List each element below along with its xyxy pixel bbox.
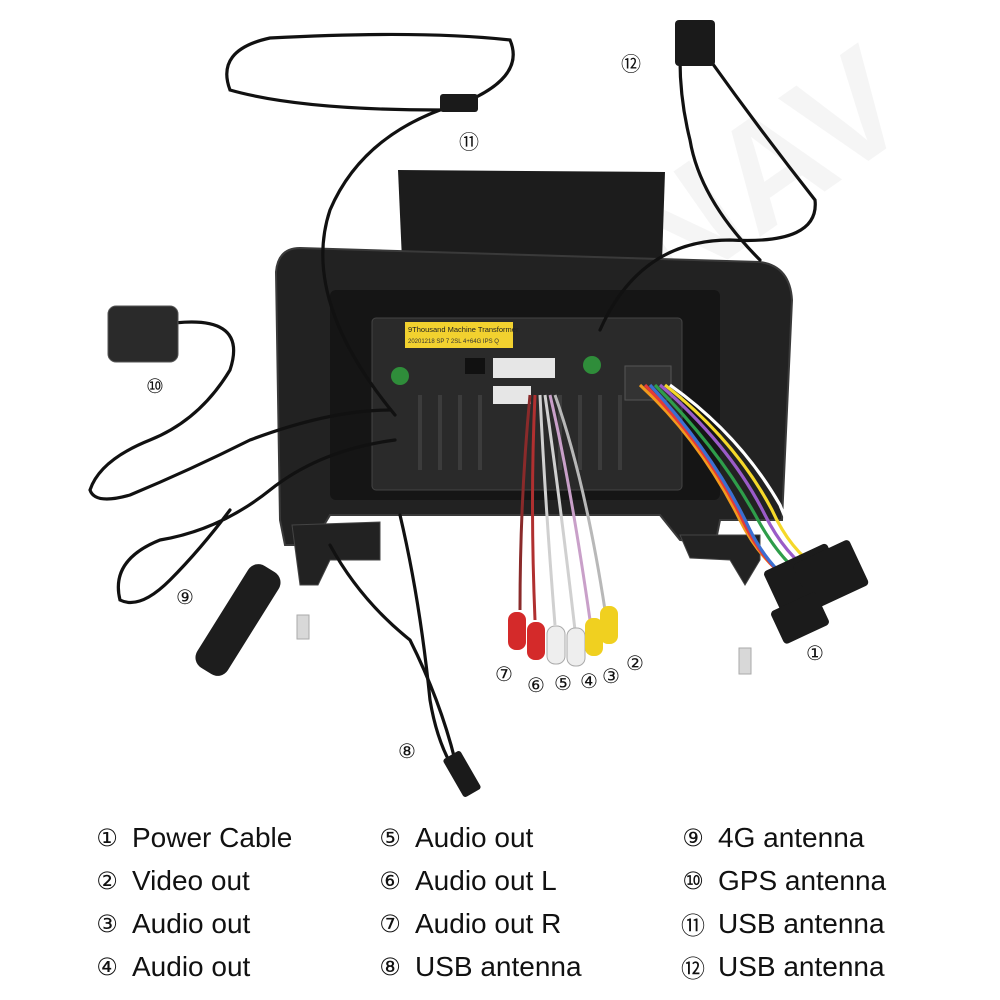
legend-item: ⑦ Audio out R: [375, 902, 582, 945]
legend-number: ⑥: [375, 867, 405, 895]
callout-4: ④: [580, 669, 598, 693]
lte-antenna: [191, 560, 285, 681]
callout-1: ①: [806, 641, 824, 665]
product-photo: PWNAV 9Thousand Machine Transformer 2020…: [0, 0, 1000, 800]
legend-number: ②: [92, 867, 122, 895]
legend-label: USB antenna: [718, 908, 885, 940]
legend-number: ⑫: [678, 949, 708, 984]
rca-plugs: [508, 606, 618, 666]
legend-label: Audio out: [132, 908, 250, 940]
callout-9: ⑨: [176, 585, 194, 609]
legend-label: Audio out: [132, 951, 250, 983]
legend-item: ② Video out: [92, 859, 292, 902]
callout-8: ⑧: [398, 739, 416, 763]
legend-label: Power Cable: [132, 822, 292, 854]
mount-brackets: [292, 522, 760, 674]
legend-item: ⑧ USB antenna: [375, 945, 582, 988]
legend-item: ⑫ USB antenna: [678, 945, 886, 988]
callout-10: ⑩: [146, 374, 164, 398]
legend-column-3: ⑨ 4G antenna ⑩ GPS antenna ⑪ USB antenna…: [678, 816, 886, 988]
legend-item: ④ Audio out: [92, 945, 292, 988]
usb-plug-11: [440, 94, 478, 112]
callout-7: ⑦: [495, 662, 513, 686]
callout-5: ⑤: [554, 671, 572, 695]
legend-number: ③: [92, 910, 122, 938]
legend-number: ⑤: [375, 824, 405, 852]
legend-number: ⑨: [678, 824, 708, 852]
legend-label: 4G antenna: [718, 822, 864, 854]
legend-label: Audio out L: [415, 865, 557, 897]
legend-item: ⑤ Audio out: [375, 816, 582, 859]
screen-flap: [398, 170, 665, 262]
legend-number: ⑩: [678, 867, 708, 895]
callout-3: ③: [602, 664, 620, 688]
callout-2: ②: [626, 651, 644, 675]
legend-column-2: ⑤ Audio out ⑥ Audio out L ⑦ Audio out R …: [375, 816, 582, 988]
sticker-line1: 9Thousand Machine Transformer: [408, 325, 519, 334]
callout-6: ⑥: [527, 673, 545, 697]
gps-module: [108, 306, 178, 362]
legend-label: USB antenna: [415, 951, 582, 983]
legend-number: ⑦: [375, 910, 405, 938]
callout-12: ⑫: [621, 52, 641, 76]
usb-plug-12: [675, 20, 715, 66]
legend-item: ⑨ 4G antenna: [678, 816, 886, 859]
legend-number: ④: [92, 953, 122, 981]
legend-number: ⑧: [375, 953, 405, 981]
legend-label: Audio out R: [415, 908, 561, 940]
legend-column-1: ① Power Cable ② Video out ③ Audio out ④ …: [92, 816, 292, 988]
power-connectors: [763, 539, 870, 645]
callout-11: ⑪: [459, 130, 479, 154]
legend-number: ⑪: [678, 906, 708, 941]
legend-label: Video out: [132, 865, 250, 897]
sticker-line2: 20201218 SP 7 2SL 4+64G IPS Q: [408, 339, 499, 345]
legend-item: ③ Audio out: [92, 902, 292, 945]
legend-item: ⑩ GPS antenna: [678, 859, 886, 902]
legend-label: USB antenna: [718, 951, 885, 983]
usb-plug-8: [442, 750, 481, 798]
legend-item: ⑪ USB antenna: [678, 902, 886, 945]
legend-label: Audio out: [415, 822, 533, 854]
legend-number: ①: [92, 824, 122, 852]
legend-item: ⑥ Audio out L: [375, 859, 582, 902]
legend-label: GPS antenna: [718, 865, 886, 897]
legend-item: ① Power Cable: [92, 816, 292, 859]
